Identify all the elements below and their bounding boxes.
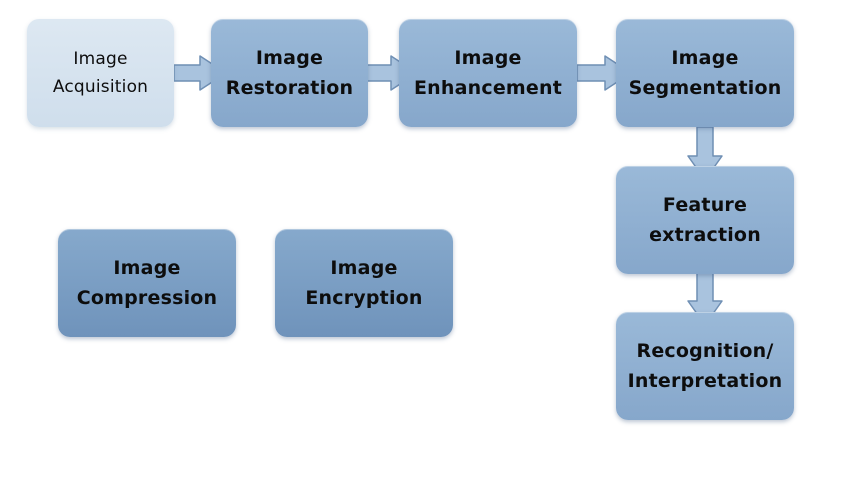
node-image-acquisition: Image Acquisition [27,19,174,127]
node-image-restoration: Image Restoration [211,19,368,127]
node-label-line1: Image [113,257,181,279]
node-image-enhancement: Image Enhancement [399,19,577,127]
node-label-line1: Feature [662,194,748,216]
node-feature-extraction: Feature extraction [616,166,794,274]
node-label-line2: Acquisition [52,77,149,97]
node-label-line1: Image [454,47,522,69]
node-image-segmentation: Image Segmentation [616,19,794,127]
node-recognition-interpretation: Recognition/ Interpretation [616,312,794,420]
node-label-line1: Image [255,47,324,69]
node-label-line2: Compression [76,287,218,309]
node-label-line2: extraction [649,224,761,246]
node-label-line1: Image [330,257,398,279]
node-label-line1: Image [73,49,128,69]
node-label-line2: Enhancement [413,77,563,99]
node-label-line2: Encryption [305,287,423,309]
node-label-line2: Restoration [225,77,354,99]
node-image-compression: Image Compression [58,229,236,337]
node-label-line2: Interpretation [627,370,783,392]
node-label-line2: Segmentation [628,77,782,99]
node-label-line1: Image [671,47,739,69]
node-label-line1: Recognition/ [636,340,774,362]
node-image-encryption: Image Encryption [275,229,453,337]
